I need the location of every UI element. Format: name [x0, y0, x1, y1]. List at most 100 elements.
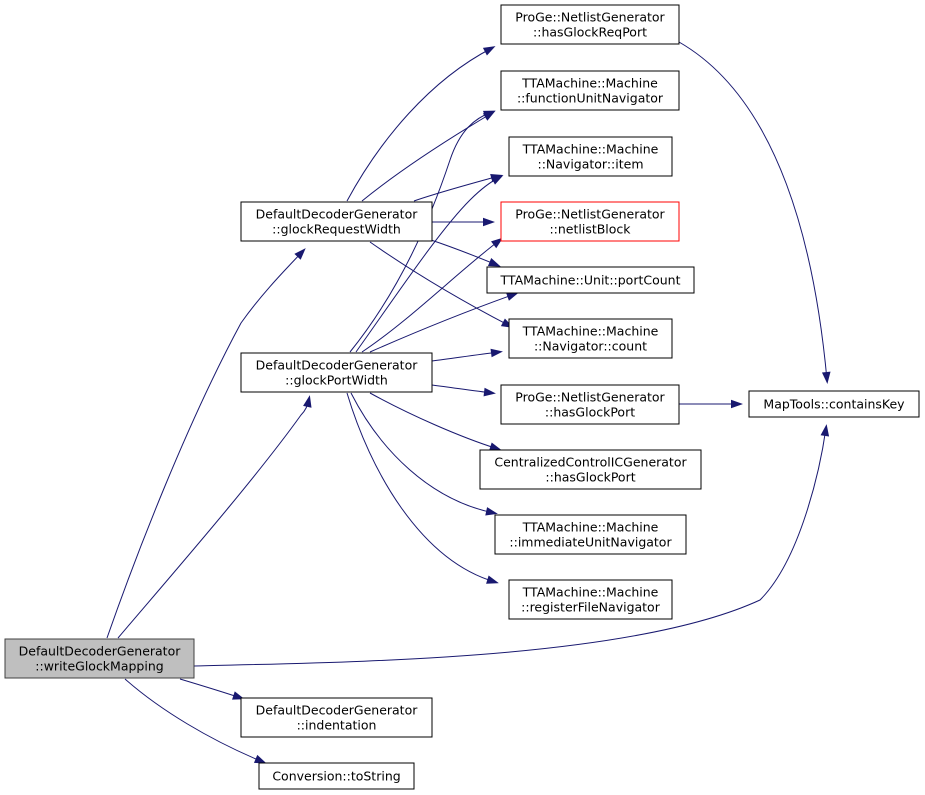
arrowhead: [232, 691, 245, 700]
node-box: [494, 514, 687, 555]
node-label-line: ::immediateUnitNavigator: [509, 535, 672, 550]
node-label-line: ::writeGlockMapping: [35, 659, 163, 674]
arrowhead: [731, 399, 743, 409]
node-netlistBlock[interactable]: ProGe::NetlistGenerator::netlistBlock: [500, 201, 680, 242]
edge-ngHasGlockPort-to-containsKey: [678, 399, 743, 409]
edge-hasGlockReqPort-to-containsKey: [678, 41, 831, 384]
edge-glockRequestWidth-to-portCount: [430, 239, 501, 267]
node-glockPortWidth[interactable]: DefaultDecoderGenerator::glockPortWidth: [240, 352, 433, 393]
node-cicHasGlockPort[interactable]: CentralizedControlICGenerator::hasGlockP…: [479, 449, 702, 490]
node-box: [508, 579, 673, 620]
node-ngHasGlockPort[interactable]: ProGe::NetlistGenerator::hasGlockPort: [500, 384, 680, 425]
node-label-line: ProGe::NetlistGenerator: [515, 390, 665, 405]
node-label-line: ::glockRequestWidth: [272, 222, 401, 237]
arrowhead: [821, 371, 831, 384]
node-label-line: TTAMachine::Machine: [522, 142, 659, 157]
arrowhead: [489, 442, 502, 451]
arrowhead: [490, 175, 504, 185]
node-box: [500, 201, 680, 242]
node-label-line: ::functionUnitNavigator: [517, 91, 664, 106]
edge-glockPortWidth-to-cicHasGlockPort: [369, 392, 502, 451]
node-label-line: TTAMachine::Machine: [521, 76, 658, 91]
node-box: [479, 449, 702, 490]
edge-writeGlockMapping-to-containsKey: [193, 424, 830, 667]
node-box: [486, 266, 695, 294]
node-label-line: ::netlistBlock: [549, 222, 631, 237]
edge-glockRequestWidth-to-navItem: [413, 173, 503, 202]
arrowhead: [490, 348, 503, 358]
node-portCount[interactable]: TTAMachine::Unit::portCount: [486, 266, 695, 294]
node-label-line: DefaultDecoderGenerator: [19, 644, 182, 659]
node-box: [500, 4, 680, 45]
arrowhead: [487, 257, 501, 267]
node-label-line: DefaultDecoderGenerator: [256, 207, 419, 222]
node-box: [508, 136, 673, 177]
arrowhead: [486, 575, 499, 584]
node-box: [500, 384, 680, 425]
node-indentation[interactable]: DefaultDecoderGenerator::indentation: [240, 697, 433, 738]
node-label-line: TTAMachine::Machine: [522, 585, 659, 600]
node-navCount[interactable]: TTAMachine::Machine::Navigator::count: [508, 318, 673, 359]
node-box: [258, 762, 415, 790]
edge-glockPortWidth-to-navItem: [355, 175, 504, 353]
node-label-line: ::hasGlockPort: [545, 405, 635, 420]
arrowhead: [506, 292, 519, 301]
arrowhead: [482, 110, 496, 119]
node-functionUnitNavigator[interactable]: TTAMachine::Machine::functionUnitNavigat…: [500, 70, 680, 111]
edge-writeGlockMapping-to-indentation: [179, 678, 245, 700]
node-box: [240, 352, 433, 393]
edge-glockPortWidth-to-netlistBlock: [361, 237, 504, 353]
edge-glockPortWidth-to-ngHasGlockPort: [431, 384, 496, 397]
arrowhead: [483, 217, 495, 227]
node-label-line: ProGe::NetlistGenerator: [515, 207, 665, 222]
edge-glockPortWidth-to-registerFileNavigator: [346, 392, 499, 584]
node-label-line: ::indentation: [297, 718, 377, 733]
edge-glockPortWidth-to-navCount: [431, 348, 503, 362]
node-hasGlockReqPort[interactable]: ProGe::NetlistGenerator::hasGlockReqPort: [500, 4, 680, 45]
node-immediateUnitNavigator[interactable]: TTAMachine::Machine::immediateUnitNaviga…: [494, 514, 687, 555]
node-toString[interactable]: Conversion::toString: [258, 762, 415, 790]
arrowhead: [820, 424, 830, 437]
arrowhead: [483, 387, 496, 397]
edge-glockRequestWidth-to-hasGlockReqPort: [346, 46, 496, 202]
node-writeGlockMapping[interactable]: DefaultDecoderGenerator::writeGlockMappi…: [4, 638, 195, 679]
node-label-line: ProGe::NetlistGenerator: [515, 10, 665, 25]
arrowhead: [485, 507, 498, 516]
arrowhead: [482, 46, 496, 56]
node-label-line: ::Navigator::count: [534, 339, 647, 354]
edge-glockPortWidth-to-immediateUnitNavigator: [350, 392, 498, 516]
arrowhead: [253, 754, 267, 764]
node-label-line: ::Navigator::item: [537, 157, 643, 172]
node-box: [240, 697, 433, 738]
edge-writeGlockMapping-to-glockPortWidth: [117, 395, 312, 639]
node-label-line: TTAMachine::Machine: [522, 520, 659, 535]
edge-writeGlockMapping-to-glockRequestWidth: [106, 248, 306, 639]
nodes-layer: ProGe::NetlistGenerator::hasGlockReqPort…: [4, 4, 920, 790]
node-box: [500, 70, 680, 111]
edge-glockPortWidth-to-portCount: [369, 292, 519, 353]
edge-glockRequestWidth-to-functionUnitNavigator: [361, 110, 496, 202]
edge-glockRequestWidth-to-netlistBlock: [432, 217, 495, 227]
node-label-line: ::hasGlockReqPort: [533, 25, 647, 40]
node-label-line: Conversion::toString: [272, 769, 400, 784]
node-box: [748, 390, 920, 418]
node-navItem[interactable]: TTAMachine::Machine::Navigator::item: [508, 136, 673, 177]
arrowhead: [303, 395, 312, 408]
edges-layer: [106, 41, 831, 764]
node-label-line: DefaultDecoderGenerator: [256, 703, 419, 718]
node-label-line: MapTools::containsKey: [763, 397, 905, 412]
node-label-line: ::hasGlockPort: [545, 470, 635, 485]
node-label-line: TTAMachine::Machine: [522, 324, 659, 339]
node-glockRequestWidth[interactable]: DefaultDecoderGenerator::glockRequestWid…: [240, 201, 433, 242]
edge-glockPortWidth-to-functionUnitNavigator: [349, 110, 496, 353]
node-label-line: ::registerFileNavigator: [521, 600, 661, 615]
node-registerFileNavigator[interactable]: TTAMachine::Machine::registerFileNavigat…: [508, 579, 673, 620]
arrowhead: [294, 248, 306, 260]
node-label-line: ::glockPortWidth: [285, 373, 388, 388]
node-containsKey[interactable]: MapTools::containsKey: [748, 390, 920, 418]
node-box: [240, 201, 433, 242]
node-box: [4, 638, 195, 679]
node-label-line: CentralizedControlICGenerator: [494, 455, 687, 470]
arrowhead: [491, 237, 504, 249]
